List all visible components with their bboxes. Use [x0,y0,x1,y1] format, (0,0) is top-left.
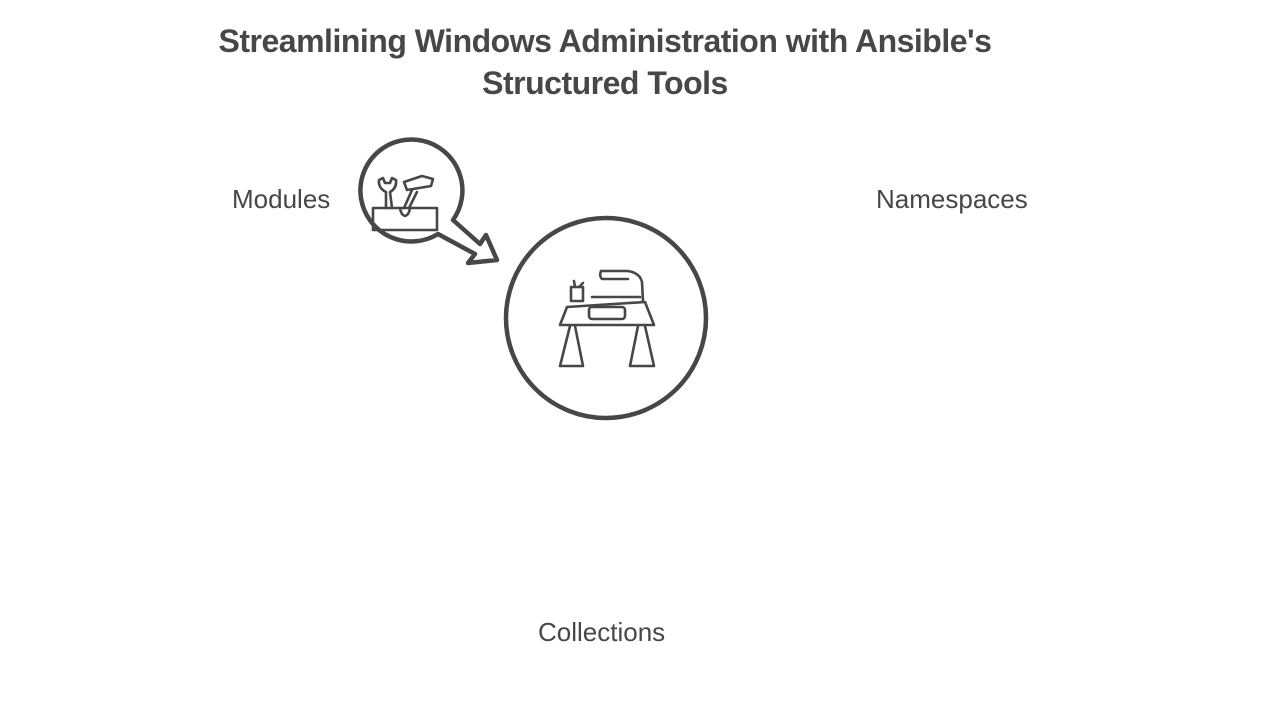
desk-icon [558,269,656,368]
node-label-collections: Collections [538,617,666,647]
node-label-modules: Modules [232,184,331,214]
toolbox-icon [371,174,439,232]
modules-node [358,137,500,266]
node-label-namespaces: Namespaces [876,184,1028,214]
modules-arrow [358,137,500,266]
center-circle [503,215,709,421]
center-node [503,215,709,421]
diagram-title: Streamlining Windows Administration with… [218,23,992,101]
